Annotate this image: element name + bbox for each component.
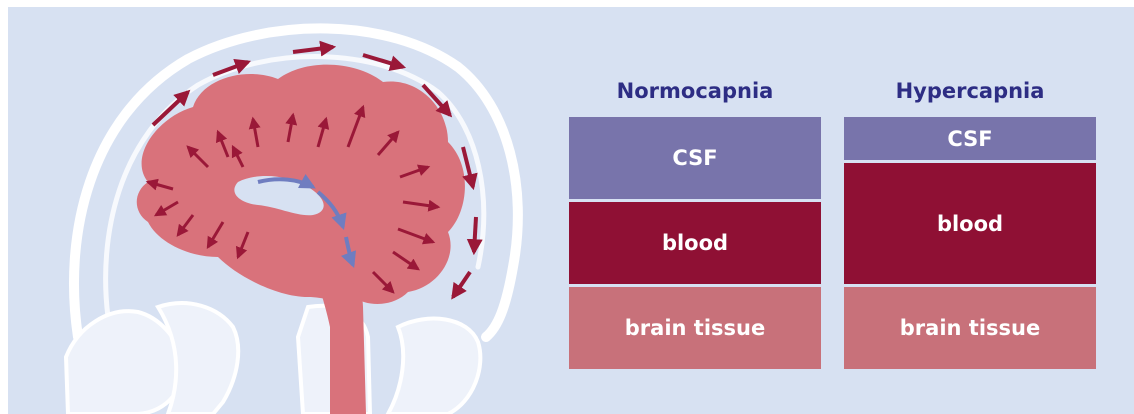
head-brain-illustration: [8, 7, 568, 414]
hypercapnia-csf-block: CSF: [844, 117, 1096, 160]
blood-label: blood: [937, 212, 1003, 236]
hypercapnia-tissue-block: brain tissue: [844, 287, 1096, 369]
normocapnia-csf-block: CSF: [569, 117, 821, 199]
normocapnia-blood-block: blood: [569, 202, 821, 284]
blood-label: blood: [662, 231, 728, 255]
hypercapnia-title: Hypercapnia: [844, 79, 1096, 103]
brain-tissue-label: brain tissue: [900, 316, 1040, 340]
hypercapnia-blood-block: blood: [844, 163, 1096, 284]
face-bones: [66, 303, 480, 414]
csf-label: CSF: [672, 146, 717, 170]
brain-tissue-label: brain tissue: [625, 316, 765, 340]
normocapnia-tissue-block: brain tissue: [569, 287, 821, 369]
csf-label: CSF: [947, 127, 992, 151]
figure-canvas: Normocapnia CSF blood brain tissue Hyper…: [8, 7, 1134, 414]
normocapnia-title: Normocapnia: [569, 79, 821, 103]
